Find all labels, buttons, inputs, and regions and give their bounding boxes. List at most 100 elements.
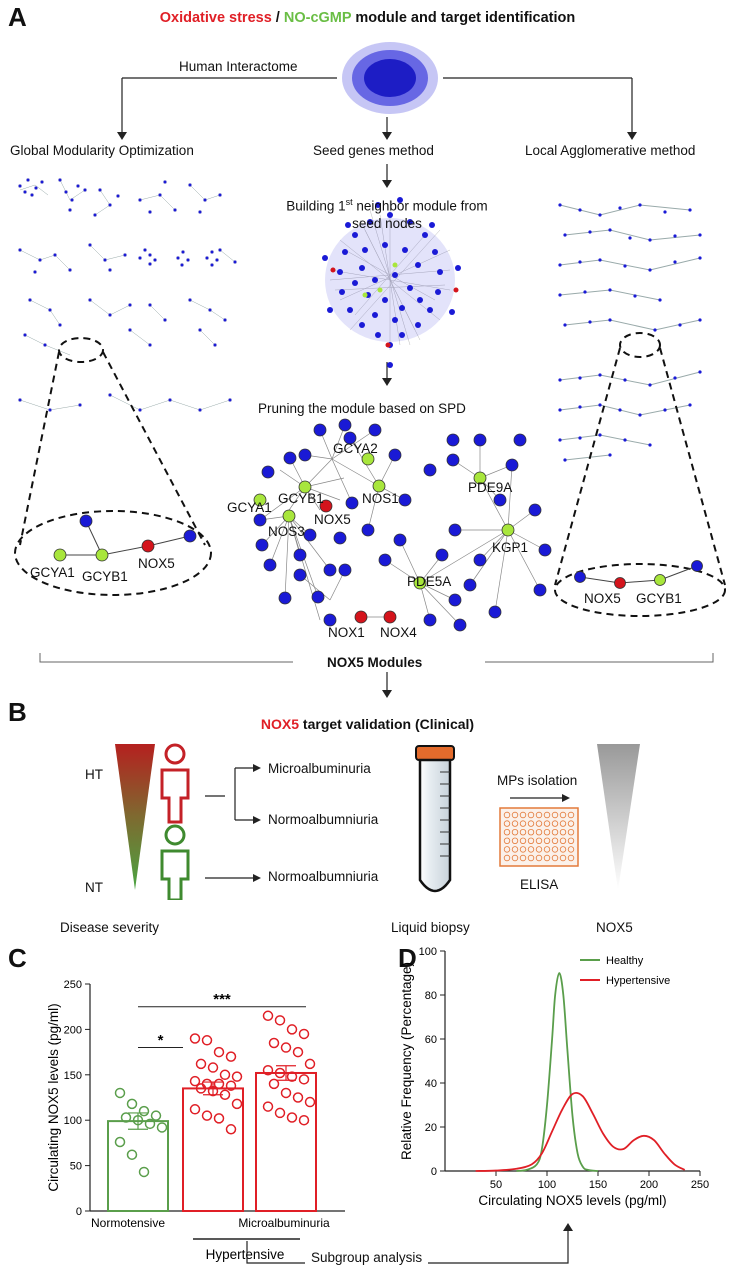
c-y-tick-label: 200 [64,1024,82,1036]
c-data-point [126,1098,138,1110]
c-data-point [280,1042,292,1053]
elisa-well [543,811,551,819]
elisa-well [527,837,535,844]
c-y-label: Circulating NOX5 levels (pg/ml) [46,1003,61,1191]
elisa-well [551,846,559,853]
c-data-point [213,1046,225,1058]
left-gene-gcyb1: GCYB1 [82,569,128,584]
elisa-well [567,820,575,827]
elisa-well [535,820,543,827]
left-gene-nox5: NOX5 [138,556,175,571]
c-x-tick-label: Microalbuminuria [238,1216,330,1230]
elisa-well [567,811,575,819]
c-data-point [286,1024,298,1035]
elisa-well [519,837,527,844]
c-data-point [225,1124,237,1135]
elisa-label: ELISA [520,877,559,892]
c-sig-star: * [158,1032,164,1049]
panel-letter-d: D [398,943,417,973]
elisa-well [511,820,519,827]
d-y-tick-label: 40 [425,1078,437,1090]
d-y-label: Relative Frequency (Percentage) [399,962,414,1160]
d-x-tick-label: 100 [538,1179,556,1191]
c-data-point [268,1037,280,1049]
c-data-point [189,1104,201,1115]
d-series-line [475,1091,686,1172]
center-gene-gcyb1: GCYB1 [278,491,324,506]
elisa-well [543,828,551,836]
elisa-well [535,846,543,853]
title-rest: module and target identification [351,10,576,26]
elisa-well [567,828,575,836]
elisa-well [503,846,511,853]
center-gene-gcya1: GCYA1 [227,500,272,515]
elisa-well [511,811,519,819]
c-y-tick-label: 150 [64,1070,82,1082]
center-gene-gcya2: GCYA2 [333,441,378,456]
step1-line2: seed nodes [352,215,422,231]
c-data-point [292,1046,304,1058]
elisa-well [551,854,559,862]
elisa-well [527,828,535,836]
elisa-well [503,837,511,844]
elisa-well [527,811,535,819]
c-data-point [189,1033,201,1044]
d-y-tick-label: 60 [425,1034,437,1046]
c-y-tick-label: 0 [76,1206,82,1218]
elisa-well [503,828,511,836]
elisa-well [543,837,551,844]
c-x-tick-label: Normotensive [91,1216,165,1230]
c-data-point [207,1085,219,1097]
elisa-well [567,837,575,844]
center-gene-nos3: NOS3 [268,524,305,539]
elisa-well [535,828,543,836]
elisa-well [543,820,551,827]
c-data-point [219,1089,231,1101]
c-bar [182,1087,244,1212]
c-data-point [144,1118,156,1130]
panel-b-title: NOX5 target validation (Clinical) [0,716,735,732]
d-y-tick-label: 80 [425,990,437,1002]
c-data-point [274,1015,286,1026]
c-data-point [201,1110,213,1121]
c-data-point [132,1114,144,1126]
elisa-well [511,837,519,844]
center-gene-pde9a: PDE9A [468,480,513,495]
step1-line1-end: neighbor module from [352,198,488,214]
c-data-point [231,1071,243,1082]
elisa-well [559,828,567,836]
c-data-point [225,1051,237,1062]
elisa-well [559,837,567,844]
center-gene-nox1: NOX1 [328,625,365,640]
elisa-well [543,846,551,853]
c-data-point [262,1065,274,1076]
c-data-point [213,1078,225,1090]
elisa-well [519,846,527,853]
method-right-label: Local Agglomerative method [525,143,696,158]
right-gene-nox5: NOX5 [584,591,621,606]
c-data-point [120,1112,132,1123]
left-modules-scatter [18,178,237,412]
c-data-point [195,1083,207,1094]
d-x-tick-label: 250 [691,1179,709,1191]
elisa-well [503,854,511,862]
right-gene-gcyb1: GCYB1 [636,591,682,606]
elisa-well [567,854,575,862]
panel-a-diagram [14,42,726,698]
elisa-well [527,846,535,853]
step1-sup: st [345,197,353,207]
elisa-well [551,820,559,827]
c-data-point [268,1078,280,1090]
d-y-tick-label: 20 [425,1122,437,1134]
step1-line1: Building 1 [286,198,346,214]
elisa-well [551,837,559,844]
c-data-point [219,1069,231,1081]
d-series-line [516,972,599,1172]
elisa-well [527,854,535,862]
c-data-point [207,1062,219,1073]
panel-letter-c: C [8,943,27,973]
d-y-tick-label: 0 [431,1166,437,1178]
c-data-point [201,1035,213,1046]
c-data-point [292,1092,304,1103]
elisa-plate-icon [499,807,579,867]
